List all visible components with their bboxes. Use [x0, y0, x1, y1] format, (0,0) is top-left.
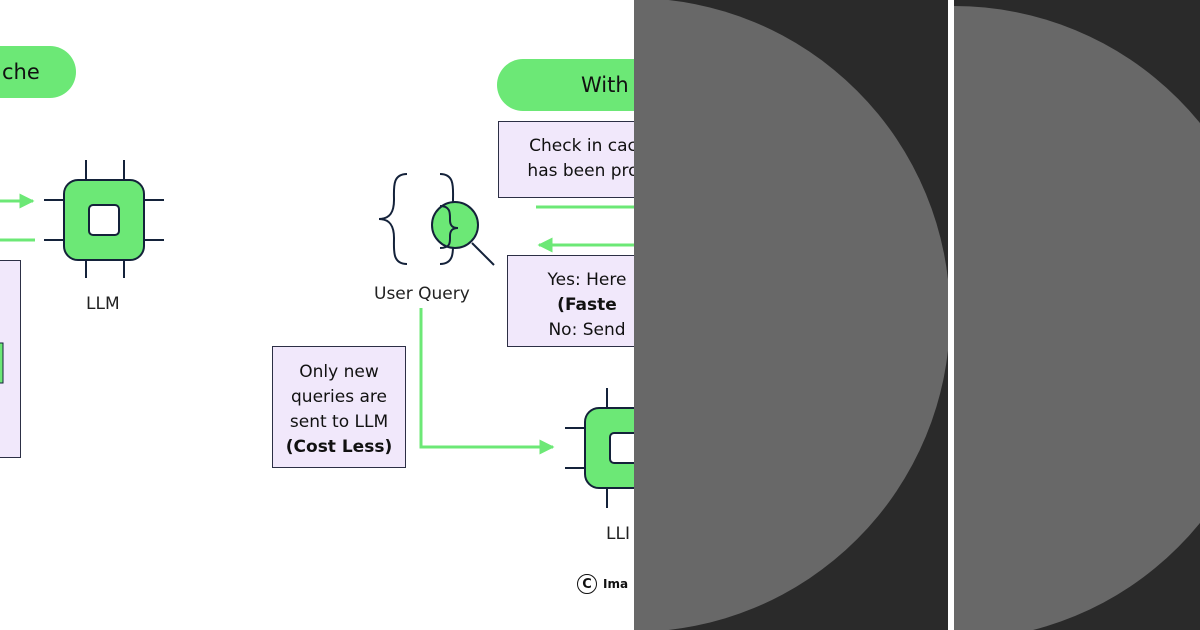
answer-line2: (Faste [557, 295, 617, 315]
panel-divider [948, 0, 954, 630]
new-queries-box: Only new queries are sent to LLM (Cost L… [272, 346, 406, 468]
magnifier-icon [431, 201, 495, 266]
copyright-note: C Ima [577, 574, 628, 594]
cache-diagram: che With Check in cac has been pro Yes: … [0, 46, 634, 594]
answer-box: Yes: Here (Faste No: Send [507, 255, 634, 347]
left-pill: che [0, 46, 76, 98]
dark-panel-left [634, 0, 948, 630]
diagram-graphics [0, 160, 634, 508]
left-note-box [0, 260, 21, 458]
answer-line1: Yes: Here [547, 270, 627, 290]
new-queries-line3: sent to LLM [289, 412, 389, 432]
arrow-query-to-llm [419, 308, 555, 455]
dark-panel-right [954, 0, 1200, 630]
check-cache-box: Check in cac has been pro [498, 121, 634, 198]
user-query-label: User Query [374, 284, 470, 304]
new-queries-line4: (Cost Less) [285, 437, 393, 457]
answer-line3: No: Send [548, 320, 626, 340]
right-llm-label: LLI [606, 524, 630, 544]
copyright-icon: C [577, 574, 597, 594]
right-pill: With [497, 59, 634, 111]
new-queries-line2: queries are [291, 387, 387, 407]
left-llm-label: LLM [86, 294, 120, 314]
left-pill-label: che [2, 60, 40, 84]
check-cache-line1: Check in cac [529, 136, 634, 156]
check-cache-line2: has been pro [527, 161, 634, 181]
right-panel-disc [954, 6, 1200, 630]
copyright-text: Ima [603, 577, 629, 591]
left-panel-disc [634, 0, 948, 630]
new-queries-line1: Only new [299, 362, 379, 382]
right-pill-label: With [581, 73, 629, 97]
left-note-detail [0, 342, 4, 384]
right-chip-icon [565, 388, 634, 508]
left-chip-icon [44, 160, 164, 278]
